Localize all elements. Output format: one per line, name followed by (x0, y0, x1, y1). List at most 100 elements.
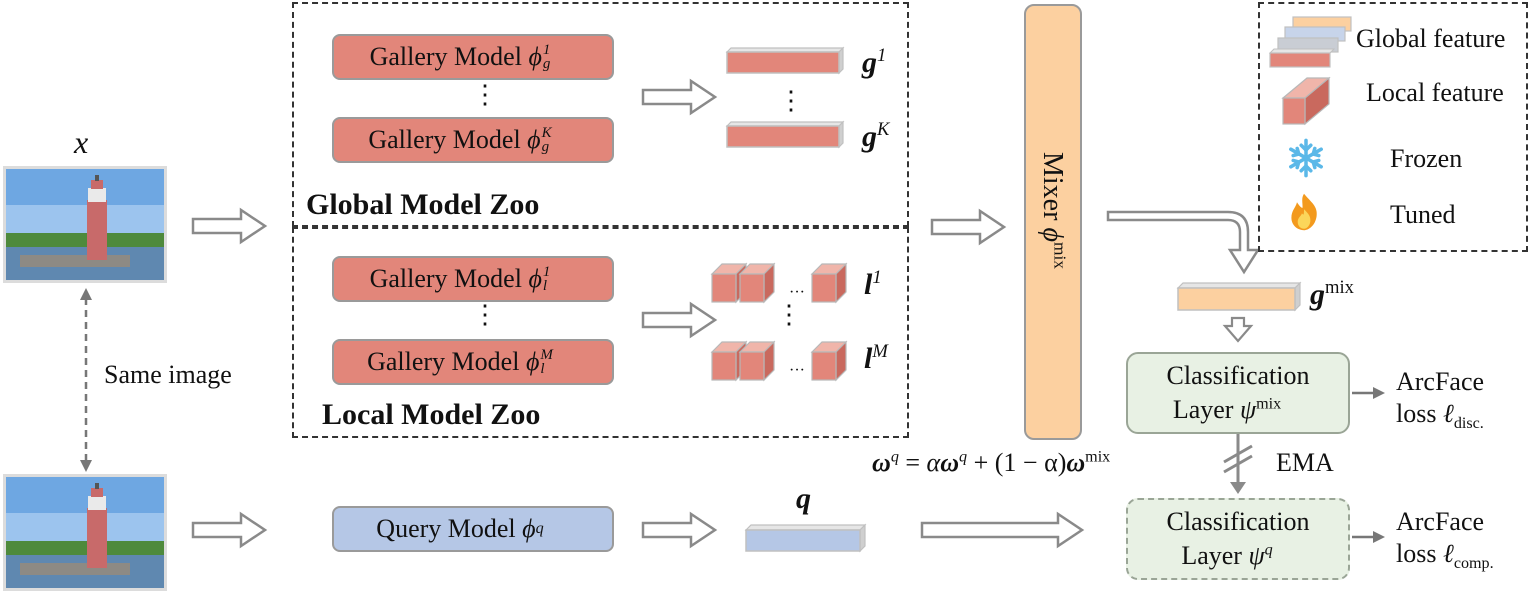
local-model-zoo (292, 227, 909, 438)
plus-sign: + (973, 448, 989, 477)
model-name: Gallery Model (369, 264, 522, 293)
local-model-zoo-title: Local Model Zoo (322, 398, 541, 431)
arcface-subscript: disc. (1453, 415, 1484, 433)
input-label: x (74, 124, 89, 160)
alpha-symbol: α (926, 448, 941, 477)
psi-symbol: ψ (1248, 541, 1265, 570)
mixer-superscript: mix (1050, 241, 1070, 269)
legend (1258, 2, 1528, 252)
horizontal-ellipsis: ··· (789, 284, 805, 301)
psi-superscript: q (1264, 541, 1273, 559)
l-symbol: l (864, 268, 873, 301)
arcface-comp-label: ArcFace loss ℓcomp. (1396, 506, 1494, 573)
legend-label-local-feature: Local feature (1366, 78, 1504, 107)
vertical-ellipsis: ⋮ (472, 300, 498, 329)
g-mix-superscript: mix (1325, 277, 1354, 298)
model-subscript: l (542, 278, 548, 294)
arcface-line1: ArcFace (1396, 507, 1485, 536)
global-feature-bar-k (725, 120, 845, 149)
feature-superscript: K (877, 119, 890, 140)
psi-symbol: ψ (1239, 395, 1257, 424)
classification-line2: Layer (1181, 541, 1242, 570)
feature-superscript: 1 (877, 45, 887, 66)
ema-arrow (1223, 426, 1253, 494)
global-model-zoo-title: Global Model Zoo (306, 188, 540, 221)
phi-symbol: ϕ (528, 264, 542, 293)
input-image-bottom (3, 474, 167, 591)
legend-label-tuned: Tuned (1390, 200, 1456, 229)
model-name: Gallery Model (367, 347, 520, 376)
ell-symbol: ℓ (1442, 539, 1454, 568)
one-minus-alpha: (1 − α) (994, 448, 1067, 477)
mixer-label: Mixer ϕmix (1036, 152, 1070, 269)
g-symbol: g (862, 46, 877, 79)
local-feature-bar-icon (1281, 76, 1331, 126)
same-image-label: Same image (104, 360, 232, 389)
mix-superscript: mix (1085, 448, 1111, 466)
vertical-ellipsis: ⋮ (776, 300, 802, 329)
legend-label-frozen: Frozen (1390, 144, 1463, 173)
ema-label: EMA (1276, 448, 1334, 477)
classification-line1: Classification (1166, 507, 1310, 536)
model-subscript: l (540, 361, 545, 377)
arrow-mixer-to-g-mix (1106, 210, 1261, 275)
phi-symbol: ϕ (522, 514, 536, 543)
global-model-zoo (292, 2, 909, 227)
phi-symbol: ϕ (528, 42, 542, 71)
q-superscript: q (959, 448, 968, 466)
ell-symbol: ℓ (1442, 399, 1454, 428)
arrow-zoo-to-mixer (930, 209, 1006, 245)
feature-label-g1: g1 (862, 46, 886, 80)
model-superscript: 1 (542, 42, 551, 58)
query-model-name: Query Model (376, 514, 516, 543)
classification-line1: Classification (1166, 361, 1310, 390)
model-name: Gallery Model (369, 42, 522, 71)
arrow-q-to-classification-q (920, 511, 1085, 549)
feature-superscript: M (872, 341, 888, 362)
model-superscript: 1 (542, 264, 551, 280)
g-symbol: g (862, 120, 877, 153)
global-feature-bar-1 (725, 46, 845, 75)
arcface-line2: loss (1396, 539, 1437, 568)
arcface-line2: loss (1396, 399, 1437, 428)
query-feature-label: q (796, 482, 811, 515)
arcface-subscript: comp. (1453, 555, 1494, 573)
query-feature-bar (744, 523, 867, 553)
phi-symbol: ϕ (1037, 227, 1068, 242)
arrow-g-mix-to-classification (1222, 316, 1254, 343)
legend-label-global-feature: Global feature (1356, 24, 1506, 53)
l-symbol: l (864, 342, 873, 375)
g-symbol: g (1310, 278, 1325, 311)
model-subscript: g (542, 56, 551, 72)
model-superscript: M (540, 347, 553, 363)
arcface-line1: ArcFace (1396, 367, 1485, 396)
mixer-block (1024, 4, 1082, 440)
same-image-connector (80, 288, 92, 472)
feature-label-lm: lM (864, 342, 888, 376)
omega-symbol: ω (1066, 448, 1086, 477)
vertical-ellipsis: ⋮ (472, 80, 498, 109)
arrow-query-model-to-feature (641, 512, 717, 548)
omega-symbol: ω (872, 448, 891, 477)
model-superscript: K (541, 125, 552, 141)
mixer-text: Mixer (1037, 152, 1068, 221)
classification-layer-q: Classification Layer ψq (1126, 498, 1350, 580)
g-mix-label: gmix (1310, 278, 1354, 312)
feature-label-l1: l1 (864, 268, 882, 302)
vertical-ellipsis: ⋮ (778, 86, 804, 115)
equals-sign: = (905, 448, 921, 477)
arcface-disc-label: ArcFace loss ℓdisc. (1396, 366, 1485, 433)
omega-symbol: ω (940, 448, 960, 477)
classification-layer-mix: Classification Layer ψmix (1126, 352, 1350, 434)
q-superscript: q (890, 448, 899, 466)
global-feature-stack-icon (1268, 16, 1352, 68)
psi-superscript: mix (1256, 395, 1282, 413)
model-subscript: g (541, 139, 550, 155)
phi-symbol: ϕ (527, 125, 541, 154)
